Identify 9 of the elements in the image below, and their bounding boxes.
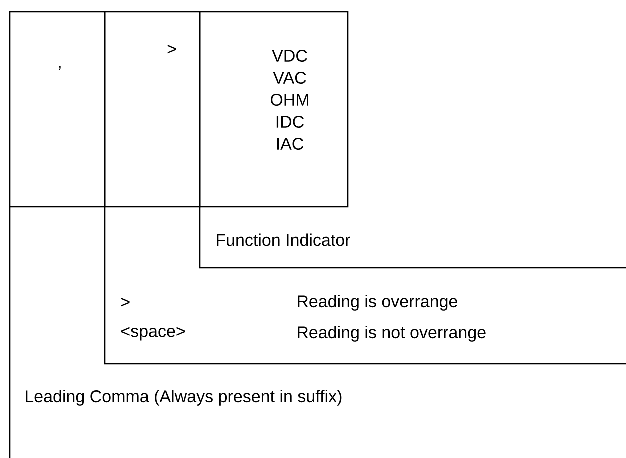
note-text: Reading is overrange	[298, 295, 458, 311]
note-text: Reading is not overrange	[298, 326, 486, 342]
table-cell: >	[104, 11, 201, 208]
note-text: Leading Comma (Always present in suffix)	[26, 390, 342, 406]
symbol-text: <space>	[121, 327, 186, 341]
table-cell: VDC VAC OHM IDC IAC	[199, 11, 349, 208]
table-cell: ,	[9, 11, 106, 208]
note-text: Function Indicator	[217, 234, 350, 246]
symbol-text: >	[121, 298, 130, 307]
